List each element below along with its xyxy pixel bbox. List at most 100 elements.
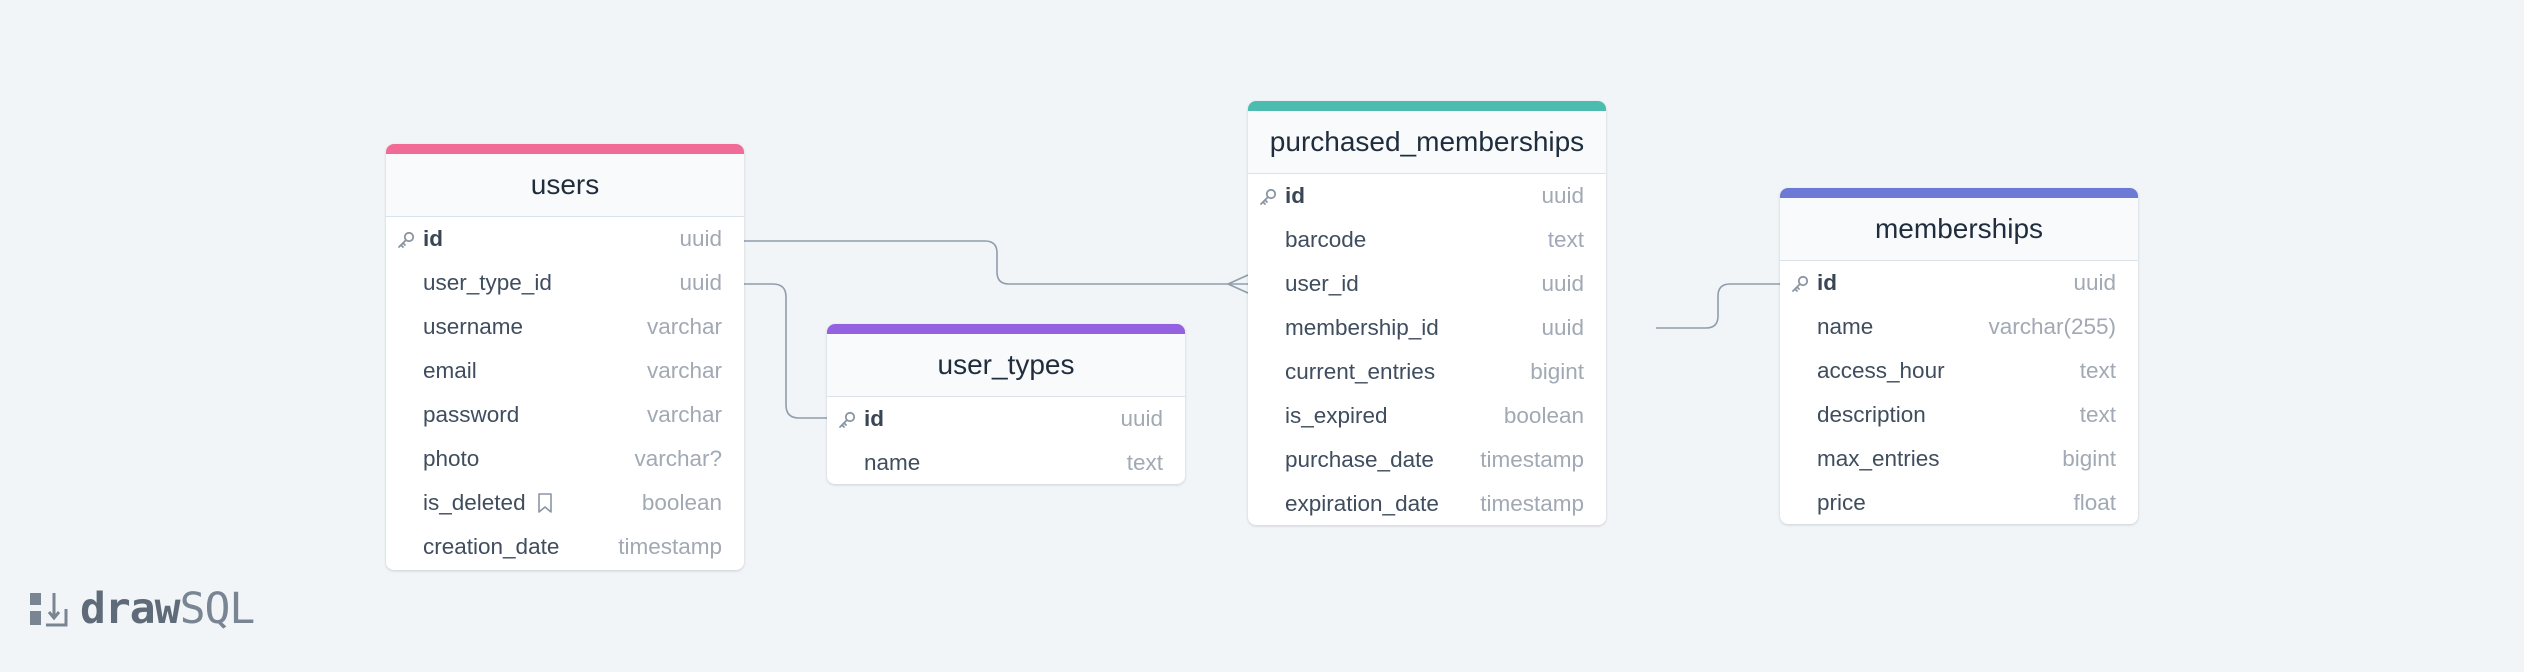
column-name-text: user_id — [1285, 271, 1359, 296]
column-name: is_expired — [1285, 403, 1504, 429]
column-name: name — [1817, 314, 1988, 340]
primary-key-icon — [398, 231, 415, 248]
column-name: max_entries — [1817, 446, 2062, 472]
table-title[interactable]: users — [386, 154, 744, 217]
primary-key-icon — [1260, 188, 1277, 205]
column-name: barcode — [1285, 227, 1548, 253]
column-type: uuid — [1120, 406, 1163, 431]
table-title[interactable]: user_types — [827, 334, 1185, 397]
table-accent-bar — [386, 144, 744, 154]
column-name-text: is_expired — [1285, 403, 1388, 428]
column-name-text: is_deleted — [423, 490, 526, 515]
column-type: varchar — [646, 358, 722, 383]
table-user-types[interactable]: user_types id uuid name text — [827, 324, 1185, 484]
column-type: text — [2079, 402, 2116, 427]
column-row-description[interactable]: description text — [1780, 393, 2138, 437]
column-type: bigint — [1530, 359, 1584, 384]
column-type: uuid — [2073, 270, 2116, 295]
column-type: varchar — [646, 402, 722, 427]
column-name-text: id — [1285, 183, 1305, 208]
column-name: id — [1285, 183, 1541, 209]
column-name-text: access_hour — [1817, 358, 1945, 383]
column-name: user_type_id — [423, 270, 679, 296]
drawsql-logo: drawSQL — [28, 584, 255, 634]
table-title[interactable]: memberships — [1780, 198, 2138, 261]
column-name: expiration_date — [1285, 491, 1480, 517]
column-name: photo — [423, 446, 634, 472]
column-name-text: max_entries — [1817, 446, 1940, 471]
column-list: id uuid name text — [827, 397, 1185, 484]
drawsql-logo-mark-icon — [30, 593, 68, 627]
column-name-text: id — [423, 226, 443, 251]
column-row-membership-id[interactable]: membership_id uuid — [1248, 306, 1606, 350]
column-type: uuid — [1541, 315, 1584, 340]
column-name-text: user_type_id — [423, 270, 552, 295]
column-row-email[interactable]: email varchar — [386, 349, 744, 393]
column-name-text: name — [864, 450, 921, 475]
column-name-text: creation_date — [423, 534, 560, 559]
column-name: id — [864, 406, 1120, 432]
column-row-id[interactable]: id uuid — [1248, 174, 1606, 218]
table-title[interactable]: purchased_memberships — [1248, 111, 1606, 174]
relation-users-user-types[interactable] — [744, 283, 827, 419]
column-name-text: id — [864, 406, 884, 431]
column-type: text — [1126, 450, 1163, 475]
primary-key-icon — [1792, 275, 1809, 292]
table-accent-bar — [827, 324, 1185, 334]
column-name-text: password — [423, 402, 520, 427]
column-name-text: expiration_date — [1285, 491, 1439, 516]
column-name-text: description — [1817, 402, 1926, 427]
column-row-user-type-id[interactable]: user_type_id uuid — [386, 261, 744, 305]
relation-purchased-memberships-memberships[interactable] — [1656, 283, 1780, 329]
column-type: timestamp — [618, 534, 722, 559]
column-type: text — [2079, 358, 2116, 383]
column-type: varchar(255) — [1988, 314, 2116, 339]
column-name: is_deleted — [423, 490, 642, 516]
column-name: membership_id — [1285, 315, 1541, 341]
relation-users-purchased-memberships[interactable] — [744, 240, 1248, 285]
column-type: uuid — [679, 270, 722, 295]
column-row-creation-date[interactable]: creation_date timestamp — [386, 525, 744, 569]
column-name: purchase_date — [1285, 447, 1480, 473]
column-name-text: purchase_date — [1285, 447, 1434, 472]
column-name: access_hour — [1817, 358, 2080, 384]
column-type: timestamp — [1480, 491, 1584, 516]
column-name-text: membership_id — [1285, 315, 1439, 340]
column-type: varchar — [646, 314, 722, 339]
primary-key-icon — [839, 411, 856, 428]
crowfoot-marker — [1226, 274, 1249, 294]
column-row-id[interactable]: id uuid — [827, 397, 1185, 441]
column-row-name[interactable]: name text — [827, 441, 1185, 484]
column-name-text: email — [423, 358, 477, 383]
column-name-text: price — [1817, 490, 1866, 515]
column-row-is-expired[interactable]: is_expired boolean — [1248, 394, 1606, 438]
column-row-access-hour[interactable]: access_hour text — [1780, 349, 2138, 393]
bookmark-icon[interactable] — [536, 492, 554, 514]
column-name-text: photo — [423, 446, 480, 471]
column-row-expiration-date[interactable]: expiration_date timestamp — [1248, 482, 1606, 525]
column-type: uuid — [1541, 183, 1584, 208]
column-name: username — [423, 314, 647, 340]
column-name: id — [423, 226, 679, 252]
column-name: user_id — [1285, 271, 1541, 297]
column-row-password[interactable]: password varchar — [386, 393, 744, 437]
column-type: boolean — [1503, 403, 1584, 428]
column-name-text: name — [1817, 314, 1874, 339]
column-row-name[interactable]: name varchar(255) — [1780, 305, 2138, 349]
